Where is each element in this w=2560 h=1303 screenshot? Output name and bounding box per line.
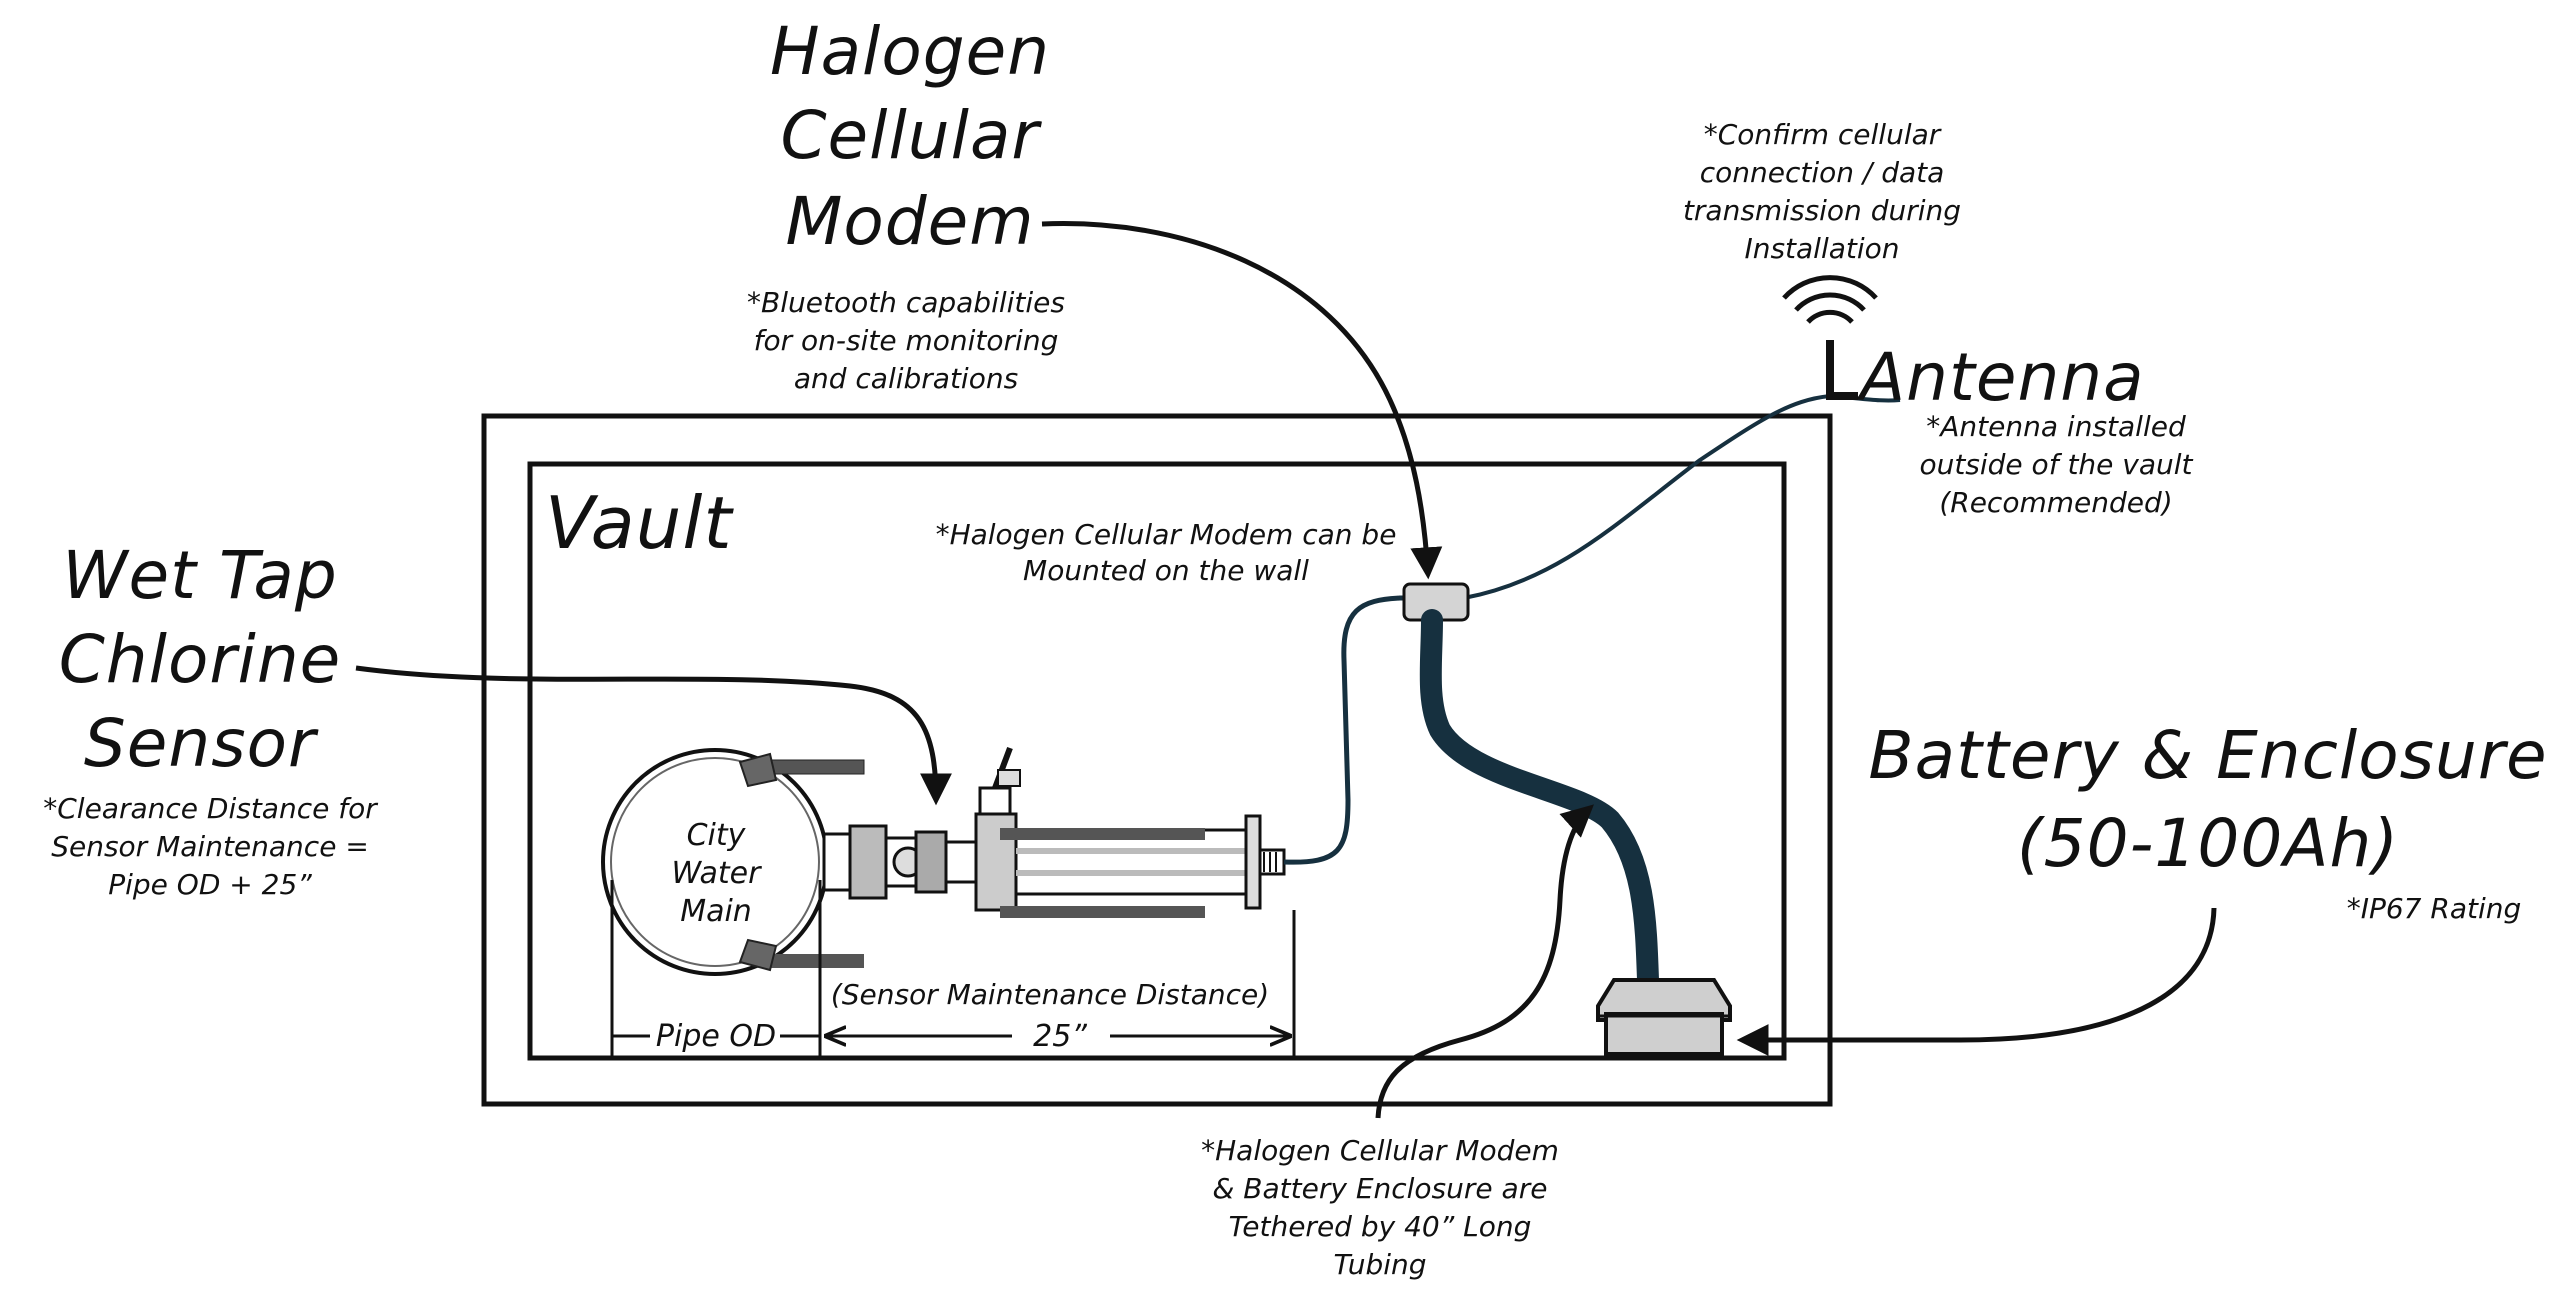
tether-note-4: Tubing [1333,1248,1426,1281]
confirm-note-1: *Confirm cellular [1704,118,1942,151]
bluetooth-note-1: *Bluetooth capabilities [747,286,1065,319]
sensor-title-3: Sensor [84,705,319,782]
modem-callout-arrow [1041,221,1443,580]
wet-tap-sensor-assembly [822,746,1286,918]
maintenance-distance-label: (Sensor Maintenance Distance) [831,978,1269,1011]
antenna-title: Antenna [1856,339,2145,416]
dimension-lines: Pipe OD 25” (Sensor Maintenance Distance… [610,880,1296,1058]
vault-label: Vault [545,481,734,565]
clearance-note-2: Sensor Maintenance = [51,830,369,863]
tether-note-3: Tethered by 40” Long [1229,1210,1532,1243]
tether-tubing [1419,609,1659,991]
sensor-callout-arrow [355,665,952,806]
battery-enclosure [1596,978,1732,1056]
tether-callout-arrow [1375,804,1594,1119]
clearance-note-1: *Clearance Distance for [43,792,378,825]
tether-note-1: *Halogen Cellular Modem [1201,1134,1559,1167]
sensor-cable [1283,595,1418,865]
vault-inner-wall [527,461,1787,1061]
bluetooth-note-2: for on-site monitoring [754,324,1059,357]
confirm-note-4: Installation [1744,232,1899,265]
tether-note-2: & Battery Enclosure are [1213,1172,1548,1205]
antenna-symbol [1782,275,1878,400]
confirm-note-2: connection / data [1700,156,1945,189]
city-water-main: City Water Main [601,748,865,976]
confirm-note-3: transmission during [1683,194,1961,227]
antenna-note-3: (Recommended) [1939,486,2172,519]
ip67-note: *IP67 Rating [2347,892,2522,925]
clearance-note-3: Pipe OD + 25” [108,868,312,901]
distance-25-label: 25” [1033,1019,1087,1054]
modem-title-1: Halogen [770,13,1050,90]
battery-title-2: (50-100Ah) [2017,805,2399,882]
modem-title-2: Cellular [780,97,1042,174]
wall-note-2: Mounted on the wall [1023,554,1309,587]
city-label-2: Water [672,856,763,891]
pipe-od-label: Pipe OD [656,1019,776,1054]
antenna-note-1: *Antenna installed [1926,410,2186,443]
sensor-title-1: Wet Tap [62,537,337,614]
antenna-note-2: outside of the vault [1919,448,2193,481]
antenna-cable [1463,394,1831,600]
wall-note-1: *Halogen Cellular Modem can be [936,518,1397,551]
city-label-1: City [687,818,747,853]
bluetooth-note-3: and calibrations [794,362,1018,395]
sensor-title-2: Chlorine [59,621,342,698]
battery-callout-arrow [1736,907,2217,1056]
modem-title-3: Modem [785,183,1034,260]
battery-title-1: Battery & Enclosure [1868,717,2547,794]
city-label-3: Main [680,894,752,929]
vault-outer-wall [481,413,1833,1107]
